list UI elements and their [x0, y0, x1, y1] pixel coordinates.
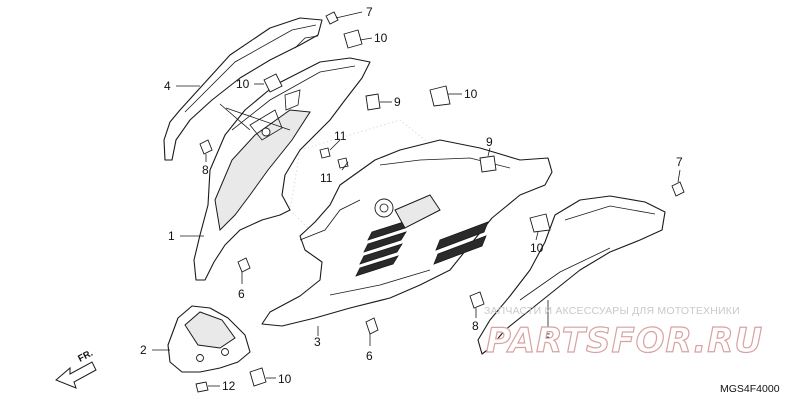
callout-6-center: 6	[366, 349, 373, 363]
callout-12: 12	[222, 379, 236, 393]
callout-labels: 7 10 4 10 9 10 11 9 11 8 7 1 10 6 8 3 5 …	[140, 5, 683, 393]
callout-2: 2	[140, 343, 147, 357]
watermark-logo: PARTSFOR.RU	[486, 321, 763, 361]
callout-5: 5	[544, 331, 551, 345]
callout-10-top: 10	[374, 31, 388, 45]
fastener-bolts	[195, 11, 685, 393]
callout-10-left: 10	[236, 77, 250, 91]
callout-9-upper: 9	[394, 95, 401, 109]
diagram-code: MGS4F4000	[720, 383, 780, 395]
watermark: ЗАПЧАСТИ И АКСЕССУАРЫ ДЛЯ МОТОТЕХНИКИ PA…	[484, 305, 763, 362]
part-5-right-cowl	[477, 195, 666, 355]
part-3-front-cowl	[261, 139, 553, 327]
callout-10-bottom: 10	[278, 372, 292, 386]
callout-8-center: 8	[472, 319, 479, 333]
part-4-upper-cowl	[163, 17, 323, 161]
callout-10-center: 10	[464, 87, 478, 101]
front-direction-arrow: FR.	[55, 348, 97, 389]
callout-6-left: 6	[238, 287, 245, 301]
callout-10-right: 10	[530, 241, 544, 255]
callout-11-upper: 11	[334, 129, 347, 143]
part-2-lower-bracket	[167, 305, 251, 373]
part-1-left-cowl	[193, 57, 371, 281]
callout-11-lower: 11	[320, 171, 333, 185]
callout-4: 4	[164, 79, 171, 93]
leader-lines	[152, 11, 681, 387]
callout-1: 1	[168, 229, 175, 243]
callout-3: 3	[314, 335, 321, 349]
callout-7-right: 7	[676, 155, 683, 169]
callout-9-right: 9	[486, 135, 493, 149]
callout-8-left: 8	[202, 163, 209, 177]
callout-7-top: 7	[366, 5, 373, 19]
watermark-tagline: ЗАПЧАСТИ И АКСЕССУАРЫ ДЛЯ МОТОТЕХНИКИ	[484, 305, 740, 317]
